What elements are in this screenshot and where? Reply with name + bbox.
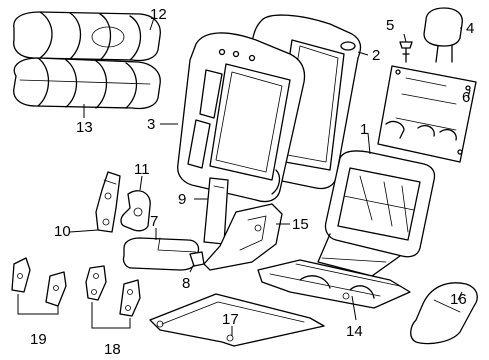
callout-2: 2	[372, 47, 380, 64]
callout-16: 16	[450, 291, 467, 308]
callout-13: 13	[76, 119, 93, 136]
seat-rail-assembly	[257, 259, 411, 309]
leader-lines	[17, 17, 471, 336]
callout-19: 19	[30, 331, 47, 348]
pivot-bracket-left	[85, 265, 107, 301]
callout-15: 15	[292, 216, 309, 233]
side-trim-cover	[410, 282, 478, 345]
callout-1: 1	[360, 121, 368, 138]
side-bracket	[203, 203, 283, 271]
seatback-frame-panel	[377, 65, 477, 163]
armrest	[122, 237, 200, 271]
callout-7: 7	[150, 213, 158, 230]
callout-14: 14	[346, 323, 363, 340]
callout-8: 8	[182, 275, 190, 292]
callout-9: 9	[178, 191, 186, 208]
callout-11: 11	[134, 161, 150, 178]
callout-12: 12	[150, 6, 167, 23]
callout-3: 3	[147, 116, 155, 133]
callout-17: 17	[222, 311, 239, 328]
recliner-hinge	[95, 171, 121, 233]
callout-10: 10	[54, 223, 71, 240]
headrest	[423, 7, 463, 63]
seat-cushion-upper	[13, 11, 161, 62]
seat-cushion-lower	[13, 57, 161, 110]
callout-5: 5	[386, 17, 394, 34]
callout-18: 18	[104, 341, 121, 358]
seat-frame	[317, 150, 436, 277]
headrest-guide	[399, 41, 413, 63]
hinge-cover	[120, 190, 151, 232]
callout-6: 6	[462, 89, 470, 106]
hinge-cover-right	[45, 271, 67, 307]
hinge-cover-left	[11, 257, 31, 293]
lower-track	[149, 293, 325, 347]
seatback-cushion	[177, 32, 306, 203]
callout-4: 4	[466, 20, 474, 37]
pivot-bracket-right	[119, 279, 141, 317]
